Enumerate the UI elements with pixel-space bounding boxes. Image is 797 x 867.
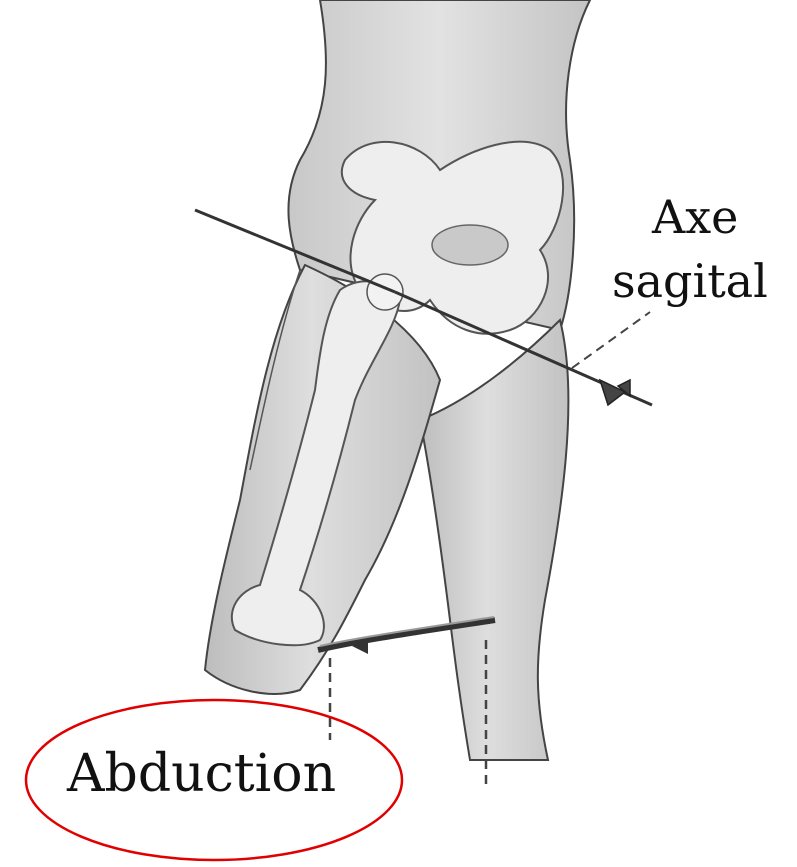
sagital-label: sagital [612, 258, 768, 304]
abduction-label: Abduction [67, 748, 336, 800]
standing-leg [420, 320, 568, 760]
axe-label: Axe [652, 194, 738, 240]
axis-arrowhead [600, 380, 630, 405]
leader-line-sagittal [572, 312, 650, 368]
obturator-foramen [432, 225, 508, 265]
